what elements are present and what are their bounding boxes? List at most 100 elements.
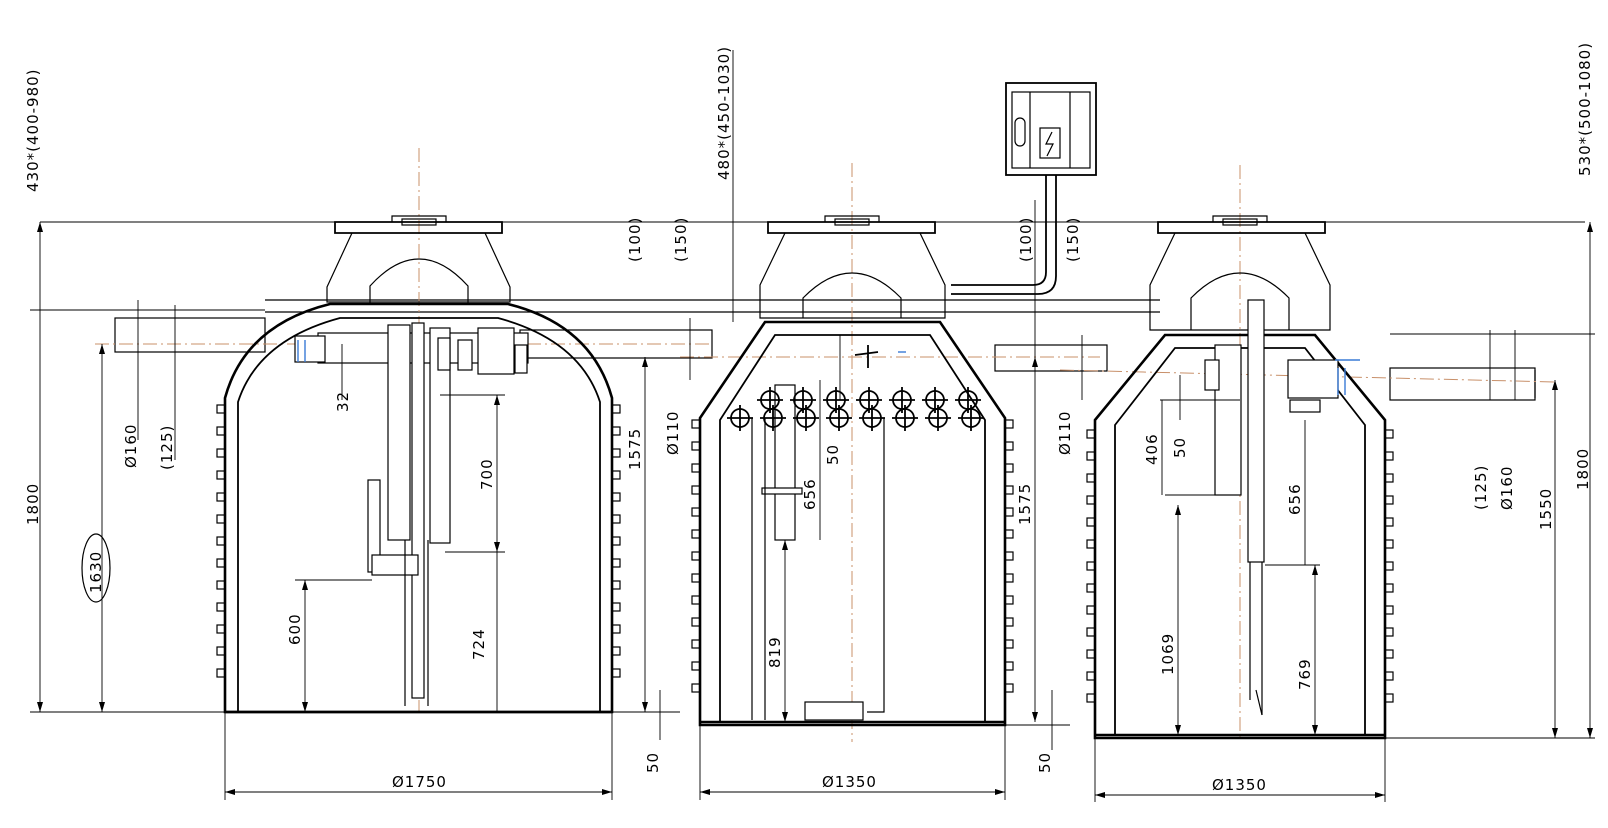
tank-1-ribs	[216, 404, 621, 678]
dim-t2-level-819: 819	[766, 636, 784, 668]
tank-rib	[216, 624, 226, 634]
tank-rib	[691, 463, 701, 473]
dim-t1-diameter: Ø1750	[392, 773, 447, 791]
dim-t1-pipe-700: 700	[478, 458, 496, 490]
filter-media-cross	[958, 405, 984, 431]
dim-t2-outlet-height: 1575	[1016, 483, 1034, 525]
tank-rib	[611, 470, 621, 480]
filter-media-cross	[925, 405, 951, 431]
dim-d2-outlet-offset: (150)	[1064, 217, 1082, 262]
tank-2-ribs	[691, 419, 1014, 693]
tank-rib	[1004, 551, 1014, 561]
tank-rib	[216, 646, 226, 656]
dim-t1-outlet-height: 1575	[626, 428, 644, 470]
filter-media-cross	[859, 405, 885, 431]
dim-t1-pipe-724: 724	[470, 628, 488, 660]
dim-t2-pipe-dia: Ø110	[664, 411, 682, 455]
dim-t3-outlet-height: 1550	[1537, 488, 1555, 530]
tank-rib	[691, 529, 701, 539]
tank-rib	[216, 492, 226, 502]
tank-rib	[611, 602, 621, 612]
tank-rib	[216, 426, 226, 436]
tank-rib	[1004, 441, 1014, 451]
filter-media-cross	[760, 405, 786, 431]
tank-rib	[1004, 463, 1014, 473]
inlet-pipe-tank-1	[114, 317, 266, 353]
tank-rib	[691, 419, 701, 429]
tank-rib	[1384, 473, 1394, 483]
dim-neck-2: 480*(450-1030)	[715, 46, 733, 180]
tank-rib	[1384, 561, 1394, 571]
dim-t1-base-offset: 50	[644, 752, 662, 773]
tank-rib	[1086, 517, 1096, 527]
tank-rib	[1086, 473, 1096, 483]
dim-t1-gap: 32	[334, 391, 352, 412]
tank-rib	[611, 514, 621, 524]
tank-rib	[611, 646, 621, 656]
tank-rib	[691, 617, 701, 627]
highlight-oval	[81, 533, 111, 603]
dim-t2-pipe-656: 656	[801, 478, 819, 510]
tank-rib	[1384, 517, 1394, 527]
dim-t1-inlet-inner: (125)	[158, 425, 176, 470]
tank-rib	[1086, 649, 1096, 659]
dim-t3-outlet-inner: (125)	[1472, 465, 1490, 510]
tank-rib	[1086, 693, 1096, 703]
tank-rib	[691, 595, 701, 605]
tank-rib	[611, 404, 621, 414]
tank-rib	[611, 668, 621, 678]
connecting-pipes	[114, 299, 1536, 401]
tank-rib	[1384, 539, 1394, 549]
tank-rib	[1086, 605, 1096, 615]
tank-rib	[216, 558, 226, 568]
tank-rib	[1384, 627, 1394, 637]
tank-rib	[1004, 617, 1014, 627]
tank-rib	[1086, 671, 1096, 681]
dim-t3-total-height: 1800	[1574, 448, 1592, 490]
dim-neck-1: 430*(400-980)	[24, 68, 42, 192]
filter-media-cross	[826, 405, 852, 431]
tank-rib	[1004, 529, 1014, 539]
tank-rib	[216, 668, 226, 678]
tank-rib	[691, 683, 701, 693]
dim-t3-pipe-406: 406	[1143, 433, 1161, 465]
dim-t1-level-600: 600	[286, 613, 304, 645]
tank-rib	[1384, 693, 1394, 703]
tank-rib	[1086, 539, 1096, 549]
tank-rib	[691, 507, 701, 517]
dim-t3-level-769: 769	[1296, 658, 1314, 690]
electric-control-box-icon	[951, 82, 1097, 295]
dim-t2-base-offset: 50	[1036, 752, 1054, 773]
tank-rib	[1086, 451, 1096, 461]
dimension-lines	[30, 50, 1595, 802]
tank-rib	[1086, 429, 1096, 439]
dim-t1-inlet-dia: Ø160	[122, 424, 140, 468]
tank-rib	[611, 426, 621, 436]
tank-rib	[1004, 595, 1014, 605]
tank-1	[216, 215, 621, 714]
tank-rib	[1004, 507, 1014, 517]
tank-rib	[1004, 573, 1014, 583]
tank-rib	[691, 639, 701, 649]
tank-rib	[1004, 419, 1014, 429]
tank-rib	[1384, 451, 1394, 461]
tank-rib	[216, 580, 226, 590]
tank-rib	[1086, 561, 1096, 571]
tank-rib	[611, 558, 621, 568]
tank-2-filter-media	[727, 387, 984, 431]
dim-t2-gap: 50	[824, 444, 842, 465]
tank-rib	[216, 514, 226, 524]
dim-neck-3: 530*(500-1080)	[1576, 42, 1594, 176]
tank-rib	[1384, 583, 1394, 593]
tank-rib	[611, 448, 621, 458]
dimension-labels: 430*(400-980) 480*(450-1030) 530*(500-10…	[24, 42, 1594, 794]
filter-media-cross	[793, 405, 819, 431]
tank-rib	[611, 580, 621, 590]
tank-rib	[1086, 495, 1096, 505]
tank-2	[691, 215, 1014, 727]
dim-d1-inlet-offset: (100)	[626, 217, 644, 262]
dim-t3-pipe-dia: Ø110	[1056, 411, 1074, 455]
tank-rib	[1004, 485, 1014, 495]
tank-rib	[691, 573, 701, 583]
tank-rib	[216, 602, 226, 612]
